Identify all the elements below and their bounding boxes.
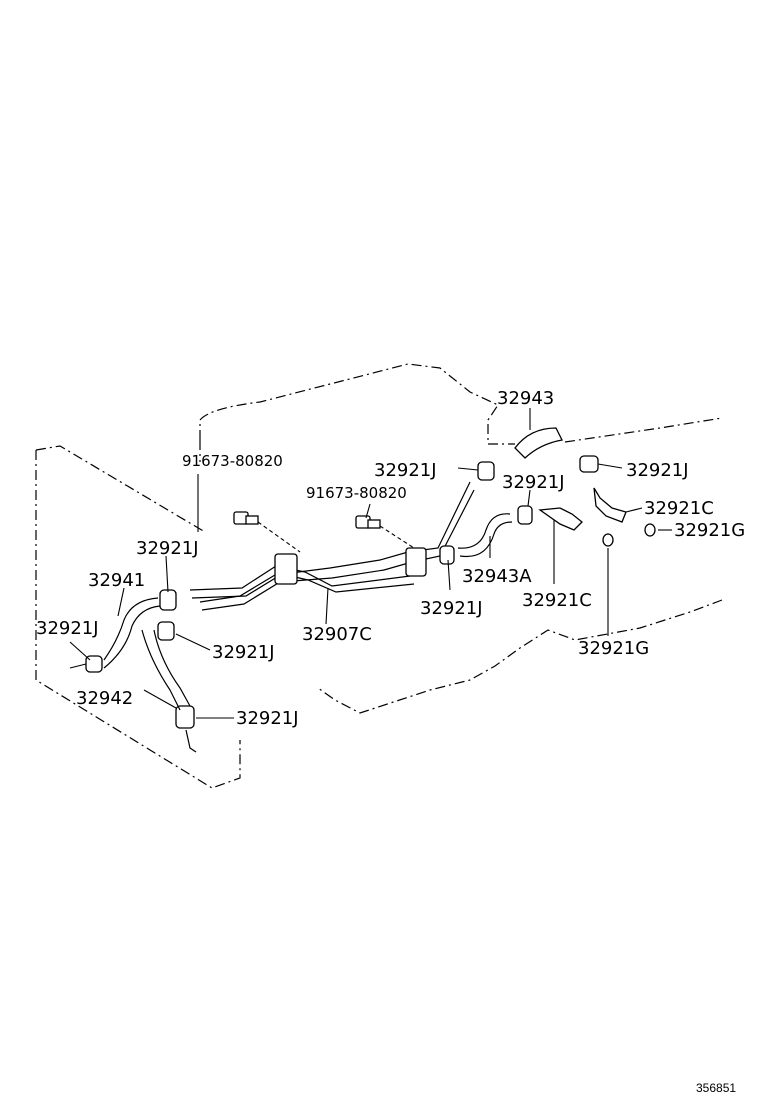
label-32943: 32943 xyxy=(497,388,554,409)
clamps xyxy=(85,455,599,729)
bolt-left xyxy=(233,511,301,553)
ring-32921g xyxy=(602,523,656,547)
label-32921c-right: 32921C xyxy=(644,498,714,519)
label-32921j-top1: 32921J xyxy=(374,460,437,481)
label-32941: 32941 xyxy=(88,570,145,591)
hose-32942 xyxy=(141,629,197,753)
label-91673-left: 91673-80820 xyxy=(182,452,283,470)
engine-outline xyxy=(35,363,723,789)
label-32907c: 32907C xyxy=(302,624,372,645)
label-91673-mid: 91673-80820 xyxy=(306,484,407,502)
label-32943a: 32943A xyxy=(462,566,532,587)
label-32921j-left: 32921J xyxy=(136,538,199,559)
hose-32943a xyxy=(457,513,513,558)
bolt-mid xyxy=(355,515,415,549)
label-32921g-mid: 32921G xyxy=(578,638,649,659)
pipe-assembly-32907c xyxy=(189,481,475,611)
label-32942: 32942 xyxy=(76,688,133,709)
label-32921j-mid: 32921J xyxy=(420,598,483,619)
hose-32941 xyxy=(69,597,161,669)
reference-number: 356851 xyxy=(696,1081,736,1095)
hose-32943 xyxy=(514,427,563,459)
label-32921c-mid: 32921C xyxy=(522,590,592,611)
connectors-32921c xyxy=(538,487,627,531)
label-32921j-far-left: 32921J xyxy=(36,618,99,639)
label-32921j-top2: 32921J xyxy=(502,472,565,493)
leader-lines xyxy=(69,408,672,719)
label-32921j-lower: 32921J xyxy=(212,642,275,663)
label-32921j-top3: 32921J xyxy=(626,460,689,481)
label-32921g-right: 32921G xyxy=(674,520,745,541)
label-32921j-bottom: 32921J xyxy=(236,708,299,729)
